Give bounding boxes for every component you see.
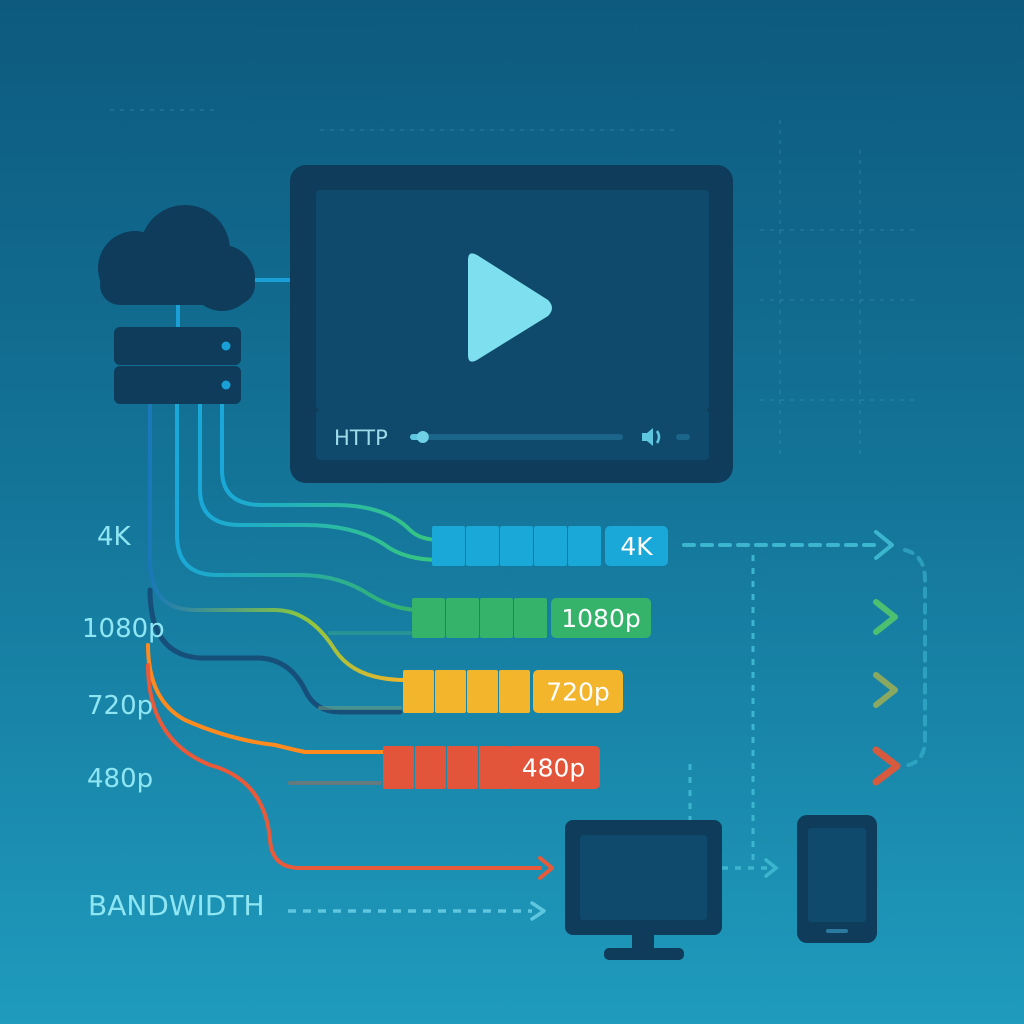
protocol-label: HTTP [334, 426, 388, 450]
quality-badge-label-720p: 720p [546, 678, 610, 707]
segment-chunk-720p [467, 670, 498, 713]
segment-chunk-480p [383, 746, 414, 789]
progress-track[interactable] [410, 434, 623, 440]
segment-chunk-480p [479, 746, 510, 789]
video-player: HTTP [290, 165, 733, 483]
side-label-720p: 720p [87, 691, 153, 721]
segment-chunk-4k [432, 526, 465, 566]
bandwidth-label: BANDWIDTH [88, 889, 265, 922]
background-grid [110, 109, 920, 460]
segment-chunk-720p [403, 670, 434, 713]
segment-chunk-4k [500, 526, 533, 566]
cloud-icon [98, 205, 255, 311]
bandwidth-arrow [288, 901, 546, 921]
quality-badge-4k [605, 526, 668, 566]
desktop-monitor-icon [565, 820, 722, 960]
segment-chunks [383, 526, 601, 789]
quality-badge-label-1080p: 1080p [561, 604, 641, 633]
smartphone-icon [797, 815, 877, 943]
play-icon[interactable] [468, 253, 552, 362]
segment-chunk-480p [447, 746, 478, 789]
volume-icon[interactable] [642, 428, 661, 446]
chunk-lead-lines [288, 631, 412, 785]
side-label-1080p: 1080p [82, 614, 165, 644]
segment-chunk-1080p [446, 598, 479, 638]
progress-handle[interactable] [416, 431, 429, 443]
player-menu-indicator [676, 434, 690, 440]
output-arrows [596, 530, 927, 786]
device-links [688, 555, 779, 878]
segment-chunk-1080p [412, 598, 445, 638]
segment-chunk-1080p [480, 598, 513, 638]
quality-badge-720p [533, 670, 623, 713]
quality-badge-480p [507, 746, 600, 789]
segment-chunk-4k [534, 526, 567, 566]
server-icon [114, 327, 241, 404]
segment-chunk-1080p [514, 598, 547, 638]
quality-badge-label-480p: 480p [522, 754, 586, 783]
quality-badge-label-4k: 4K [620, 532, 653, 561]
segment-chunk-4k [568, 526, 601, 566]
quality-badge-1080p [551, 598, 651, 638]
side-label-480p: 480p [87, 764, 153, 794]
segment-chunk-720p [499, 670, 530, 713]
segment-chunk-4k [466, 526, 499, 566]
segment-chunk-720p [435, 670, 466, 713]
quality-badges: 4K 1080p 720p 480p [507, 526, 668, 789]
segment-chunk-480p [415, 746, 446, 789]
side-labels: 4K 1080p 720p 480p [82, 522, 165, 794]
side-label-4k: 4K [97, 522, 132, 552]
